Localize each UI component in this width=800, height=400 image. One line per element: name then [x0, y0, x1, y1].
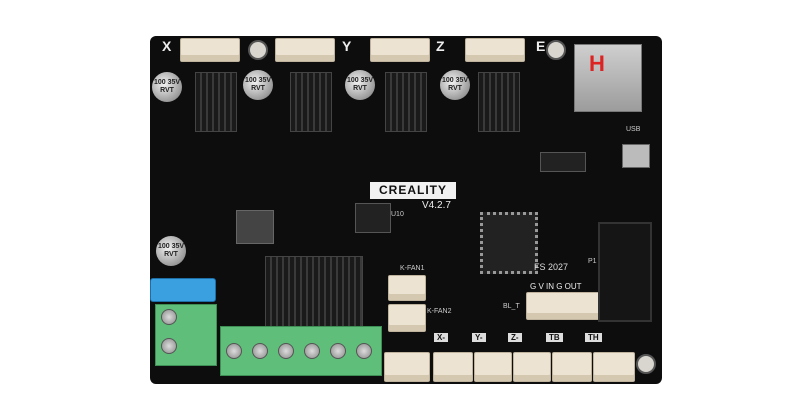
connector	[384, 352, 430, 382]
z-label: Z	[436, 38, 445, 54]
chip-u10	[355, 203, 391, 233]
capacitor: 100 35V RVT	[152, 72, 182, 102]
brand-label: CREALITY	[370, 182, 456, 199]
capacitor: 100 35V RVT	[345, 70, 375, 100]
mcu-mark: FS 2027	[534, 262, 569, 272]
mounting-hole	[636, 354, 656, 374]
fan2-label: K-FAN2	[427, 308, 452, 315]
usb-label: USB	[626, 126, 641, 133]
mounting-hole	[248, 40, 268, 60]
z-endstop-connector	[513, 352, 551, 382]
header-label: P1	[588, 258, 597, 265]
e-label: E	[536, 38, 546, 54]
driver-heatsink	[195, 72, 237, 132]
z-endstop-label: Z-	[508, 333, 522, 342]
driver-heatsink	[478, 72, 520, 132]
exp-header-p1	[598, 222, 652, 322]
th-connector	[593, 352, 635, 382]
capacitor: 100 35V RVT	[156, 236, 186, 266]
fan1-connector	[388, 275, 426, 301]
tb-label: TB	[546, 333, 563, 342]
x-motor-connector	[180, 38, 240, 62]
y-endstop-connector	[474, 352, 512, 382]
y-motor-connector	[275, 38, 335, 62]
driver-heatsink	[385, 72, 427, 132]
sd-card-slot[interactable]: H	[574, 44, 642, 112]
mcu-chip	[480, 212, 538, 274]
fan1-label: K-FAN1	[400, 265, 425, 272]
th-label: TH	[585, 333, 602, 342]
inductor	[236, 210, 274, 244]
y-label: Y	[342, 38, 352, 54]
chip-u10-label: U10	[391, 211, 404, 218]
bltouch-label: BL_T	[503, 303, 520, 310]
sd-marking: H	[589, 51, 605, 76]
capacitor: 100 35V RVT	[243, 70, 273, 100]
x-label: X	[162, 38, 172, 54]
output-terminal	[220, 326, 382, 376]
e-motor-connector	[465, 38, 525, 62]
mosfet-heatsink	[265, 256, 363, 336]
fuse	[150, 278, 216, 302]
capacitor: 100 35V RVT	[440, 70, 470, 100]
chip-u8	[540, 152, 586, 172]
usb-port[interactable]	[622, 144, 650, 168]
x-endstop-connector	[433, 352, 473, 382]
tb-connector	[552, 352, 592, 382]
z-motor-connector	[370, 38, 430, 62]
bltouch-pins-label: G V IN G OUT	[530, 282, 582, 291]
power-terminal	[155, 304, 217, 366]
mounting-hole	[546, 40, 566, 60]
fan2-connector	[388, 304, 426, 332]
x-endstop-label: X-	[434, 333, 448, 342]
driver-heatsink	[290, 72, 332, 132]
y-endstop-label: Y-	[472, 333, 486, 342]
version-label: V4.2.7	[422, 200, 451, 211]
bltouch-connector	[526, 292, 602, 320]
